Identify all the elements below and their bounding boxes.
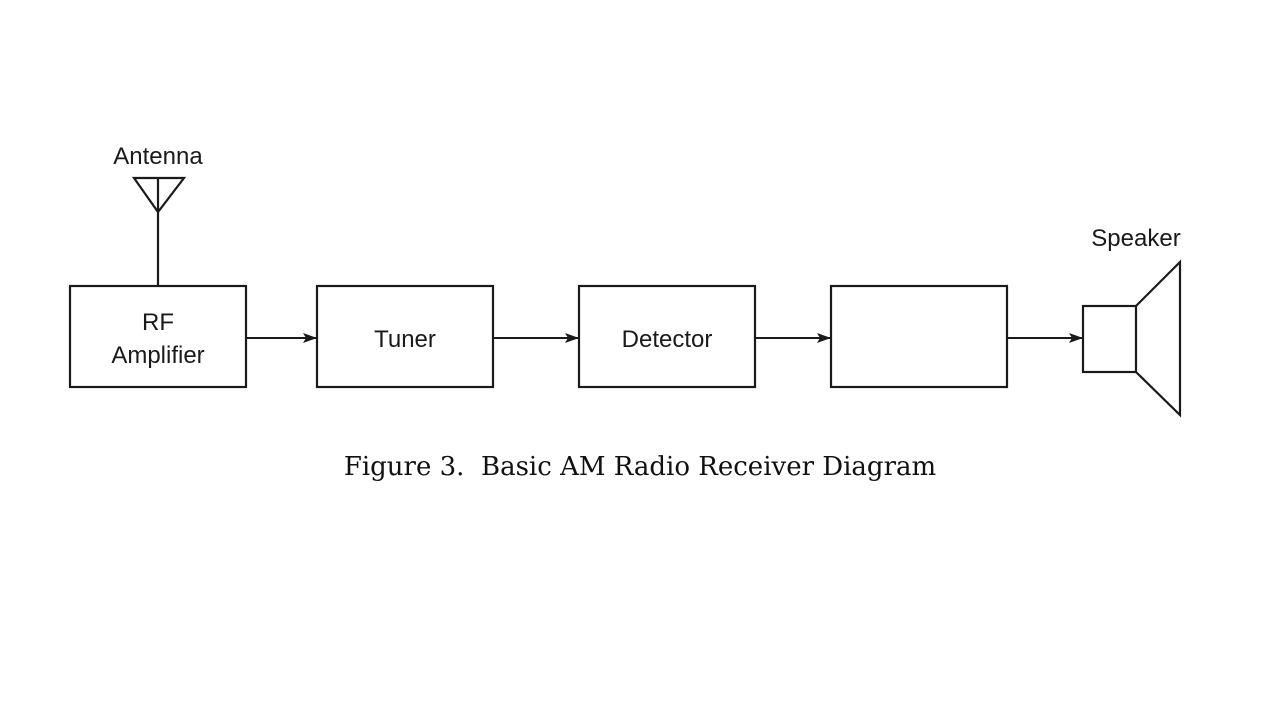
rf-amplifier-label-line-1: RF [142, 309, 174, 336]
tuner-box [315, 284, 495, 389]
detector-box [577, 284, 757, 389]
rf-amplifier-label-line-2: Amplifier [111, 342, 204, 369]
tuner-block: Tuner [315, 284, 495, 389]
speaker-label: Speaker [1091, 225, 1180, 252]
rf-amplifier-box [68, 284, 248, 389]
tuner-label: Tuner [374, 326, 436, 353]
detector-label: Detector [622, 326, 713, 353]
empty-block [829, 284, 1009, 389]
antenna-icon [131, 176, 187, 286]
empty-box [829, 284, 1009, 389]
antenna-label: Antenna [113, 143, 203, 170]
antenna: Antenna [113, 143, 203, 286]
detector-block: Detector [577, 284, 757, 389]
speaker-icon [1081, 259, 1182, 418]
speaker: Speaker [1081, 225, 1182, 418]
figure-caption: Figure 3. Basic AM Radio Receiver Diagra… [343, 452, 937, 482]
rf-amplifier-block: RF Amplifier [68, 284, 248, 389]
